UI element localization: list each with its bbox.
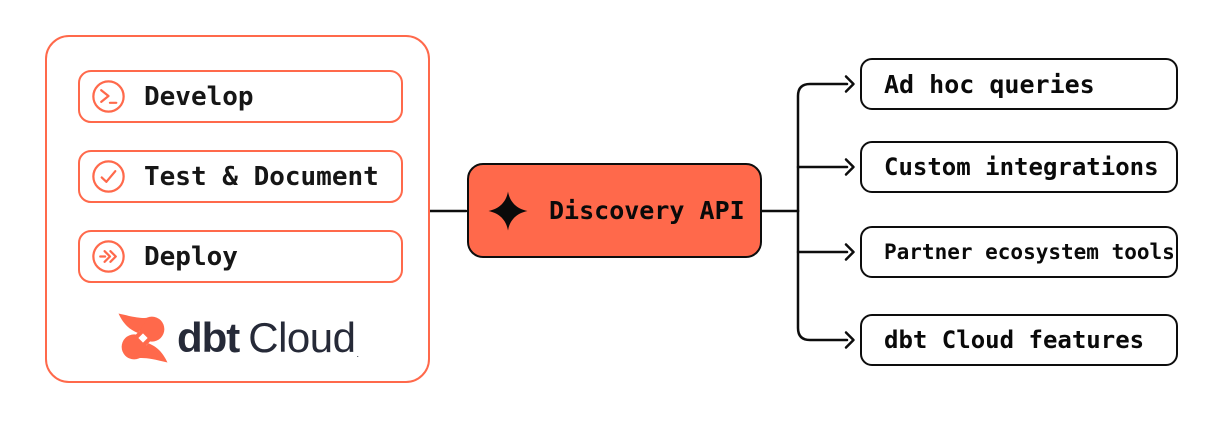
stage-label: Develop [144, 81, 254, 112]
arrowhead-3 [844, 243, 855, 261]
consumer-ad-hoc-queries: Ad hoc queries [860, 58, 1178, 110]
dbt-cloud-logo: dbt Cloud . [47, 308, 428, 368]
logo-trademark-dot: . [356, 349, 360, 359]
edge-trunk-bottom-branch [796, 209, 849, 342]
logo-product-text: Cloud [248, 314, 356, 361]
consumer-dbt-cloud-features: dbt Cloud features [860, 314, 1178, 366]
edge-trunk-top-branch [796, 82, 849, 213]
consumer-label: Ad hoc queries [884, 69, 1095, 99]
stage-test-document: Test & Document [78, 150, 403, 203]
check-circle-icon [92, 160, 125, 193]
stage-deploy: Deploy [78, 230, 403, 283]
consumer-label: Custom integrations [884, 153, 1159, 181]
discovery-api-node: Discovery API [467, 163, 762, 258]
consumer-label: Partner ecosystem tools [884, 240, 1175, 264]
fast-forward-circle-icon [92, 240, 125, 273]
sparkle-icon [487, 190, 529, 232]
api-node-label: Discovery API [549, 196, 745, 225]
stage-develop: Develop [78, 70, 403, 123]
consumer-partner-ecosystem-tools: Partner ecosystem tools [860, 226, 1178, 278]
dbt-cloud-panel: Develop Test & Document Deploy [45, 35, 430, 383]
logo-brand-text: dbt [176, 314, 240, 361]
arrowhead-2 [844, 158, 855, 176]
stage-label: Test & Document [144, 161, 379, 192]
terminal-prompt-icon [92, 80, 125, 113]
arrowhead-1 [844, 75, 855, 93]
stage-label: Deploy [144, 241, 238, 272]
dbt-pinwheel-icon [116, 311, 170, 365]
consumer-custom-integrations: Custom integrations [860, 141, 1178, 193]
arrowhead-4 [844, 331, 855, 349]
consumer-label: dbt Cloud features [884, 326, 1145, 354]
